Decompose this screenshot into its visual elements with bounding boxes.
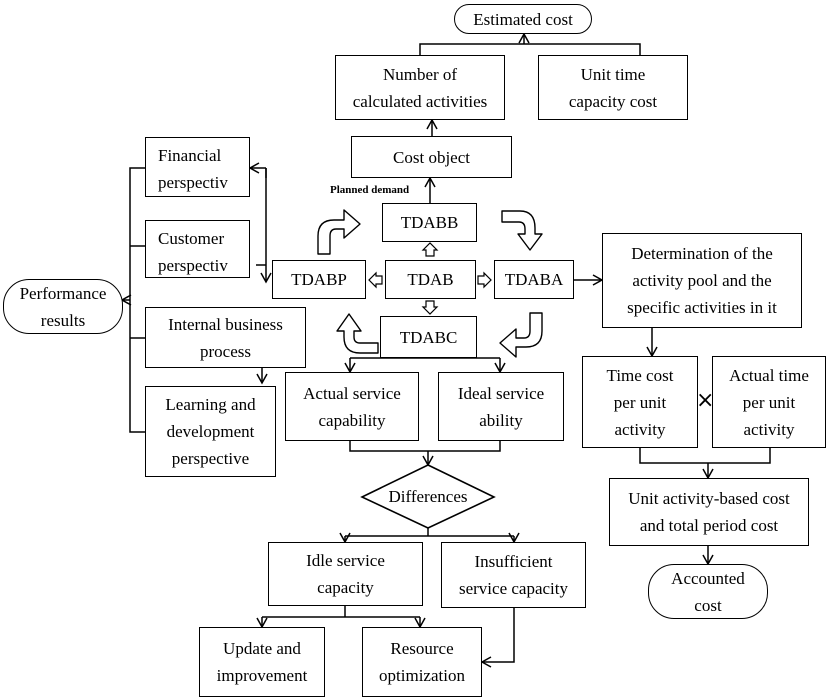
unit-activity-based-cost-node: Unit activity-based cost and total perio… [609,478,809,546]
planned-demand-label: Planned demand [330,184,410,196]
customer-perspective-node: Customer perspectiv [145,220,250,278]
accounted-cost-node: Accounted cost [648,564,768,619]
multiply-sign: × [696,388,715,413]
resource-optimization-line2: optimization [379,666,465,685]
cost-object-node: Cost object [351,136,512,178]
financial-perspective-line1: Financial [158,146,222,165]
curved-arrow-lower-left-icon [336,313,379,354]
learning-development-node: Learning and development perspective [145,386,276,477]
actual-time-per-unit-activity-node: Actual time per unit activity [712,356,826,448]
unit-time-capacity-cost-line2: capacity cost [568,91,658,111]
resource-optimization-node: Resource optimization [362,627,482,697]
tdabp-node: TDABP [272,260,366,299]
actual-service-capability-line2: capability [318,410,386,430]
hollow-arrow-right-icon [477,271,492,289]
unit-activity-based-cost-line2: and total period cost [639,516,779,535]
actual-service-capability-node: Actual service capability [285,372,419,441]
insufficient-service-capacity-line2: service capacity [458,579,568,598]
learning-development-line2: development [166,422,255,441]
actual-time-per-unit-activity-line3: activity [743,419,795,439]
ideal-service-ability-line2: ability [479,410,523,430]
tdabb-label: TDABB [400,213,459,232]
learning-development-line3: perspective [171,449,250,468]
tdaba-label: TDABA [504,270,564,289]
tdabc-node: TDABC [380,316,477,358]
performance-results-line1: Performance [19,283,107,303]
differences-diamond [360,464,496,529]
unit-time-capacity-cost-line1: Unit time [580,64,646,84]
unit-activity-based-cost-line1: Unit activity-based cost [628,489,790,508]
performance-results-line2: results [40,310,86,330]
actual-service-capability-line1: Actual service [303,383,401,403]
accounted-cost-line2: cost [694,595,722,615]
tdaba-node: TDABA [494,260,574,299]
differences-label: Differences [388,487,468,506]
idle-service-capacity-line1: Idle service [306,551,385,570]
estimated-cost-node: Estimated cost [454,4,592,34]
determination-activity-pool-line1: Determination of the [631,244,773,263]
customer-perspective-line2: perspectiv [158,256,228,275]
tdabp-label: TDABP [291,270,347,289]
tdabb-node: TDABB [382,203,477,242]
insufficient-service-capacity-line1: Insufficient [474,552,553,571]
number-of-calculated-activities-line1: Number of [382,64,458,84]
tdab-label: TDAB [407,270,454,289]
idle-service-capacity-line2: capacity [317,578,374,597]
hollow-arrow-down-icon [421,300,439,315]
update-improvement-node: Update and improvement [199,627,325,697]
determination-activity-pool-line2: activity pool and the [632,271,772,290]
resource-optimization-line1: Resource [390,639,454,658]
customer-perspective-line1: Customer [158,229,225,248]
insufficient-service-capacity-node: Insufficient service capacity [441,542,586,608]
time-cost-per-unit-activity-line2: per unit [613,392,667,412]
time-cost-per-unit-activity-node: Time cost per unit activity [582,356,698,448]
update-improvement-line1: Update and [223,639,301,658]
unit-time-capacity-cost-node: Unit time capacity cost [538,55,688,120]
hollow-arrow-left-icon [368,271,383,289]
cost-object-label: Cost object [393,147,470,167]
internal-business-process-line1: Internal business [168,314,283,334]
curved-arrow-upper-right-icon [501,210,543,251]
performance-results-node: Performance results [3,279,123,334]
time-cost-per-unit-activity-line1: Time cost [606,365,674,385]
hollow-arrow-up-icon [421,242,439,257]
ideal-service-ability-node: Ideal service ability [438,372,564,441]
financial-perspective-node: Financial perspectiv [145,137,250,197]
number-of-calculated-activities-line2: calculated activities [352,91,488,111]
actual-time-per-unit-activity-line2: per unit [742,392,796,412]
tdab-node: TDAB [385,260,476,299]
curved-arrow-lower-right-icon [499,312,543,358]
determination-activity-pool-line3: specific activities in it [627,298,777,317]
update-improvement-line2: improvement [216,666,308,685]
financial-perspective-line2: perspectiv [158,173,228,192]
estimated-cost-label: Estimated cost [473,9,573,29]
accounted-cost-line1: Accounted [671,568,745,588]
tdabc-label: TDABC [399,327,458,347]
time-cost-per-unit-activity-line3: activity [614,419,666,439]
ideal-service-ability-line1: Ideal service [457,383,545,403]
determination-activity-pool-node: Determination of the activity pool and t… [602,233,802,328]
actual-time-per-unit-activity-line1: Actual time [729,365,809,385]
internal-business-process-node: Internal business process [145,307,306,368]
internal-business-process-line2: process [200,341,251,361]
number-of-calculated-activities-node: Number of calculated activities [335,55,505,120]
curved-arrow-upper-left-icon [317,209,361,255]
idle-service-capacity-node: Idle service capacity [268,542,423,606]
learning-development-line1: Learning and [165,395,256,414]
